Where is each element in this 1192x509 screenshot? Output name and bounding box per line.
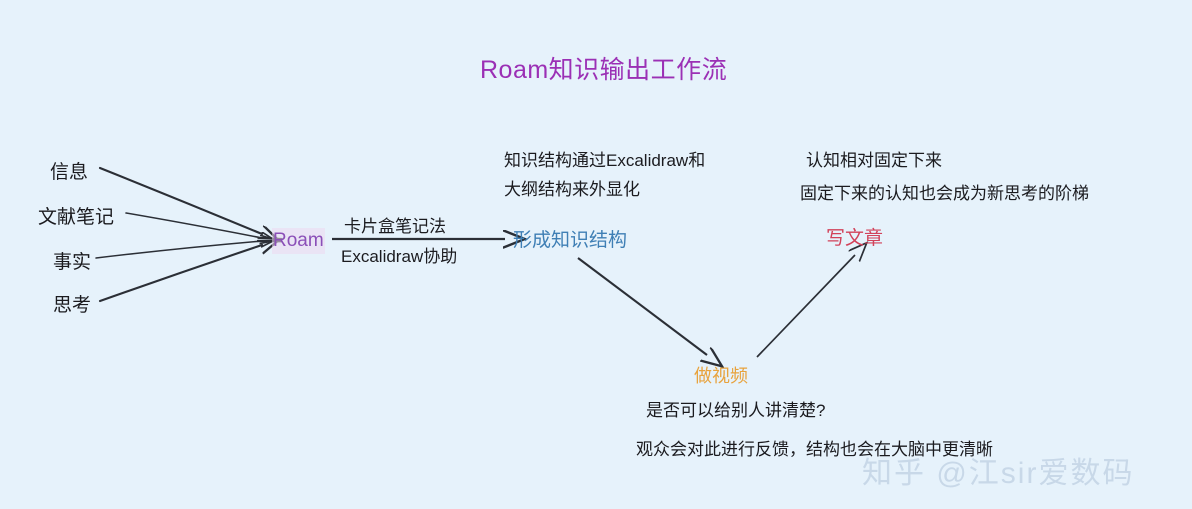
input-node-thinking[interactable]: 思考: [53, 295, 92, 316]
note-video-line-1: 是否可以给别人讲清楚?: [646, 401, 826, 420]
node-make-video[interactable]: 做视频: [694, 366, 748, 386]
note-structure-line-1: 知识结构通过Excalidraw和: [504, 151, 706, 170]
input-node-literature-notes[interactable]: 文献笔记: [38, 207, 115, 228]
input-node-facts[interactable]: 事实: [53, 252, 92, 273]
note-structure-line-2: 大纲结构来外显化: [504, 180, 640, 199]
node-write-article[interactable]: 写文章: [826, 228, 884, 249]
note-article-line-1: 认知相对固定下来: [806, 151, 942, 170]
page-title: Roam知识输出工作流: [480, 56, 728, 84]
node-roam[interactable]: Roam: [272, 228, 325, 254]
edge-label-excalidraw-assist: Excalidraw协助: [341, 247, 458, 266]
edge-label-zettelkasten: 卡片盒笔记法: [344, 217, 446, 236]
note-video-line-2: 观众会对此进行反馈，结构也会在大脑中更清晰: [636, 440, 993, 459]
node-form-knowledge-structure[interactable]: 形成知识结构: [513, 230, 628, 251]
note-article-line-2: 固定下来的认知也会成为新思考的阶梯: [800, 184, 1089, 203]
watermark: 知乎 @江sir爱数码: [862, 457, 1135, 490]
input-node-information[interactable]: 信息: [50, 162, 89, 183]
